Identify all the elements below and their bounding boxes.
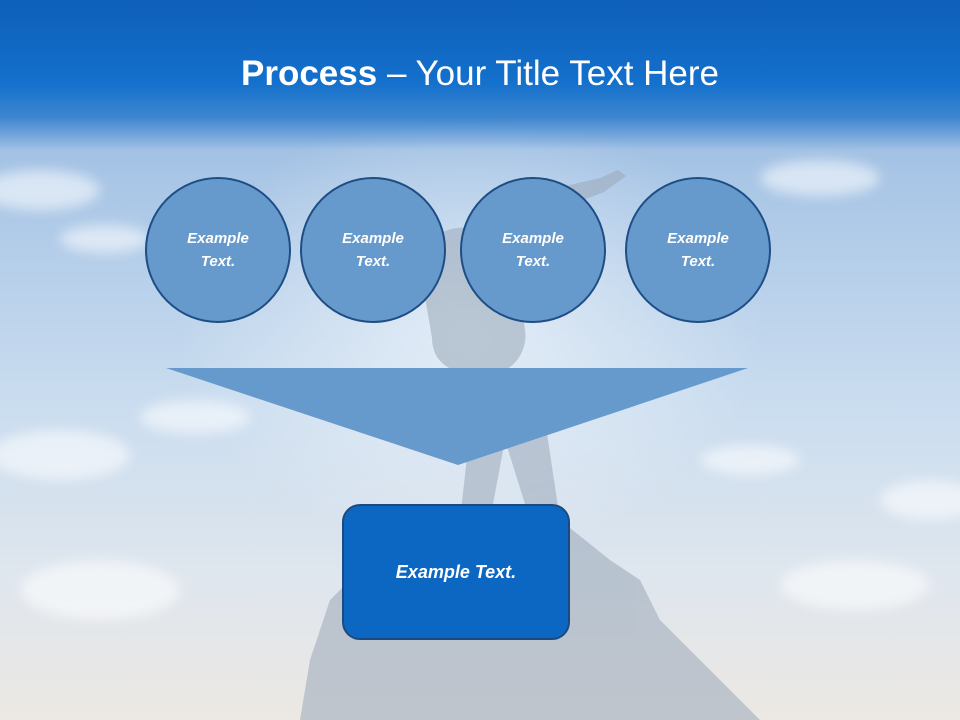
cloud [0,170,100,210]
cloud [0,430,130,480]
cloud [760,160,880,196]
cloud [20,560,180,620]
title-bar [0,0,960,150]
cloud [880,480,960,520]
slide-title: Process – Your Title Text Here [0,52,960,96]
cloud [700,445,800,475]
slide-title-rest: – Your Title Text Here [377,54,719,93]
cloud [780,560,930,610]
slide-title-bold: Process [241,54,378,93]
result-box[interactable]: Example Text. [342,504,570,640]
result-label: Example Text. [395,561,517,582]
cloud [60,225,150,253]
cloud [140,400,250,434]
